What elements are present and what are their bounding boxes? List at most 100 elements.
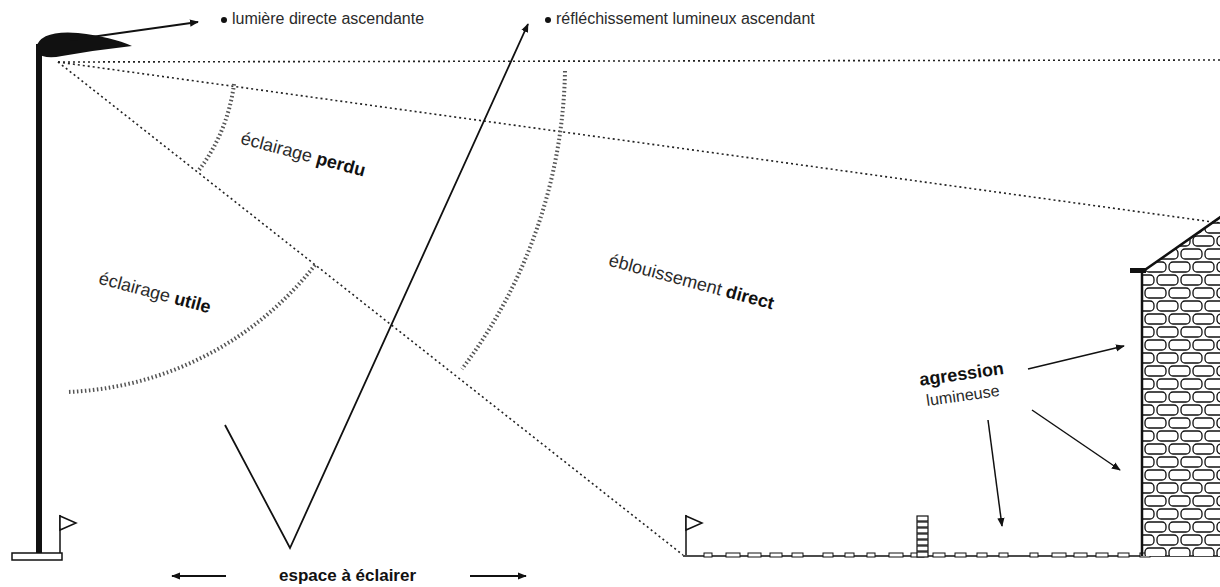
stone: [1217, 340, 1220, 350]
angle-arcs: [67, 71, 565, 392]
pebble: [1096, 553, 1108, 557]
stone: [1133, 327, 1154, 337]
stone: [1217, 392, 1220, 402]
stone: [1145, 522, 1166, 532]
stone: [1205, 483, 1220, 493]
pebble: [770, 553, 782, 557]
stone: [1193, 548, 1214, 558]
stone: [1217, 418, 1220, 428]
stone: [1133, 379, 1154, 389]
pebble: [792, 553, 803, 557]
ground: [683, 553, 1220, 557]
pebble: [748, 553, 761, 557]
stone: [1157, 327, 1178, 337]
stone: [1193, 496, 1214, 506]
pebble: [867, 553, 875, 557]
stone: [1181, 483, 1202, 493]
stone: [1181, 457, 1202, 467]
stone: [1193, 340, 1214, 350]
stone: [1169, 522, 1190, 532]
stone: [1157, 275, 1178, 285]
bollard-block: [917, 534, 928, 539]
stone: [1205, 379, 1220, 389]
stone: [1181, 509, 1202, 519]
stone: [1205, 327, 1220, 337]
stone: [1193, 262, 1214, 272]
stone: [1145, 340, 1166, 350]
stone: [1145, 288, 1166, 298]
stone: [1169, 496, 1190, 506]
stone: [1205, 457, 1220, 467]
agression-arrows: [988, 346, 1124, 526]
stone: [1169, 418, 1190, 428]
flags: [60, 515, 702, 555]
callout-text: lumière directe ascendante: [232, 10, 424, 28]
pebble: [977, 553, 987, 557]
pebble: [704, 553, 712, 557]
stone: [1169, 548, 1190, 558]
stone: [1169, 262, 1190, 272]
stone: [1181, 405, 1202, 415]
stone: [1205, 353, 1220, 363]
light-arrows: [70, 22, 528, 548]
stone: [1181, 431, 1202, 441]
stone: [1145, 496, 1166, 506]
stone: [1169, 340, 1190, 350]
pebble: [933, 553, 945, 557]
stone: [1133, 457, 1154, 467]
stone: [1133, 405, 1154, 415]
bollard-block: [917, 528, 928, 533]
stone: [1169, 288, 1190, 298]
stone: [1169, 314, 1190, 324]
stone: [1217, 288, 1220, 298]
pebble: [726, 553, 740, 557]
stone: [1193, 444, 1214, 454]
stone: [1169, 366, 1190, 376]
stone: [1157, 405, 1178, 415]
stone: [1169, 470, 1190, 480]
stone: [1193, 366, 1214, 376]
stone: [1157, 353, 1178, 363]
stone: [1181, 353, 1202, 363]
stone: [1193, 418, 1214, 428]
stone: [1217, 366, 1220, 376]
stone: [1157, 535, 1178, 545]
stone: [1217, 262, 1220, 272]
stone: [1181, 379, 1202, 389]
stone: [1181, 249, 1202, 259]
bollard-block: [917, 552, 928, 557]
stone: [1133, 483, 1154, 493]
stone: [1133, 431, 1154, 441]
stone: [1181, 327, 1202, 337]
bollard-block: [917, 540, 928, 545]
pebble: [1074, 553, 1087, 557]
stone: [1193, 392, 1214, 402]
stone: [1205, 535, 1220, 545]
stone: [1145, 236, 1166, 246]
stone: [1205, 405, 1220, 415]
stone: [1217, 314, 1220, 324]
pebble: [1118, 553, 1129, 557]
stone: [1133, 535, 1154, 545]
stone: [1205, 275, 1220, 285]
stone: [1217, 548, 1220, 558]
stone: [1205, 431, 1220, 441]
stone: [1217, 522, 1220, 532]
street-lamp: [12, 33, 132, 560]
stone: [1169, 392, 1190, 402]
pebble: [1030, 553, 1038, 557]
stone: [1133, 353, 1154, 363]
stone: [1145, 548, 1166, 558]
stone: [1157, 457, 1178, 467]
stone: [1133, 249, 1154, 259]
effect-label: agression lumineuse: [918, 358, 1008, 411]
stone: [1181, 301, 1202, 311]
pebble: [999, 553, 1008, 557]
pebble: [955, 553, 966, 557]
stone: [1145, 366, 1166, 376]
stone: [1193, 522, 1214, 532]
stone: [1217, 444, 1220, 454]
pebble: [889, 553, 903, 557]
stone: [1157, 379, 1178, 389]
